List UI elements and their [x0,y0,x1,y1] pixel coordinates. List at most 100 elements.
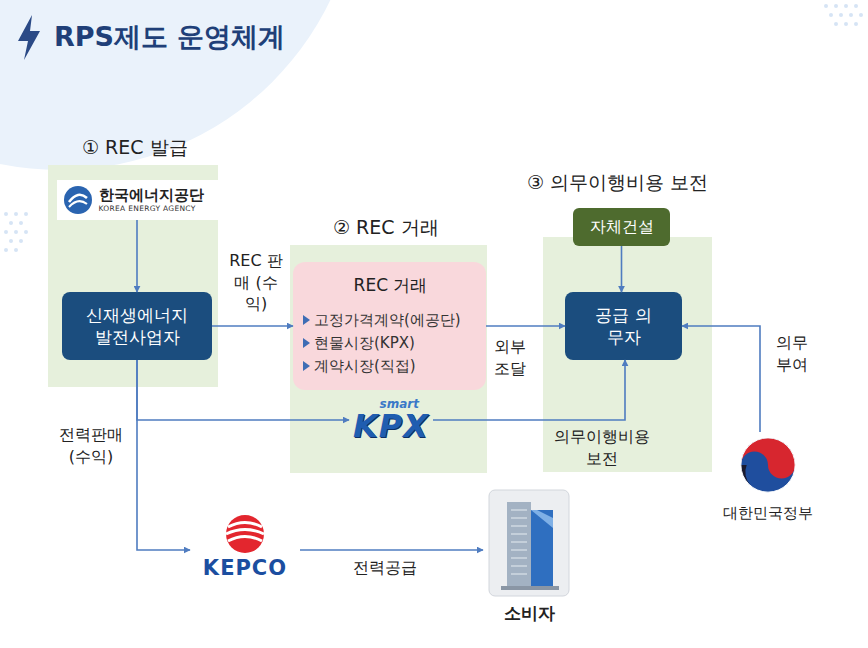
section-heading: ① REC 발급 [82,135,188,161]
decor-part [9,239,13,243]
building-icon-part [507,502,531,588]
flow-arrow [682,326,760,432]
decor-part [9,221,13,225]
decor-part [14,248,18,252]
building-icon-part [531,510,553,588]
decor-part [859,13,863,17]
edge-label-holder: 외부 조달 [490,336,530,379]
list-item-text: 고정가격계약(에공단) [314,311,461,329]
edge-label: REC 판매 (수익) [228,250,284,315]
building-icon-part [501,586,559,590]
flow-arrow [621,246,623,292]
kea-node: 한국에너지공단KOREA ENERGY AGENCY [57,180,218,220]
decor-part [854,4,858,8]
agency-logo [63,185,93,215]
decor-part [829,13,833,17]
flow-arrow [137,360,349,420]
edge-label-holder: REC 판매 (수익) [228,250,284,315]
government-emblem [737,434,799,496]
decor-part [19,221,23,225]
bullet-triangle [303,361,310,371]
government-emblem-part [741,465,751,485]
decor-part [839,13,843,17]
decor-part [4,212,8,216]
decor-part [4,230,8,234]
edge-label-holder: 전력판매 (수익) [52,424,130,467]
building-icon-part [531,510,553,528]
section-heading: ③ 의무이행비용 보전 [527,170,708,196]
decor-part [854,22,858,26]
decor-part [849,13,853,17]
kpx-node: smartKPX [349,396,433,444]
logo-wordmark: KEPCO [203,556,287,580]
list-item: 현물시장(KPX) [303,334,478,352]
section-panel: ② REC 거래REC 거래고정가격계약(에공단)현물시장(KPX)계약시장(직… [290,245,487,473]
flow-arrow [136,220,138,292]
page-title: RPS제도 운영체계 [54,19,285,55]
kepco-logo-symbol-part [226,523,264,542]
edge-label-holder: 의무이행비용 보전 [548,426,656,469]
flow-arrow [486,325,565,327]
dot-pattern [4,4,863,252]
decor-part [844,22,848,26]
government-emblem-part [741,438,795,492]
bullet-triangle [303,338,310,348]
edge-label: 전력판매 (수익) [52,424,130,467]
edge-label-holder: 전력공급 [345,557,425,579]
list-item-text: 현물시장(KPX) [314,334,415,352]
decor-part [14,230,18,234]
government-emblem-part [741,438,795,479]
background-arc [0,0,360,170]
edge-label: 전력공급 [345,557,425,579]
pink-node: REC 거래고정가격계약(에공단) 현물시장(KPX) 계약시장(직접) [293,262,486,390]
flow-arrow [212,325,293,327]
flow-arrow [137,360,190,550]
consumer-label: 소비자 [504,602,555,625]
kepco-logo-symbol-part [226,515,264,553]
building-icon-part [489,490,569,596]
navy-node: 공급 의무자 [565,292,682,360]
decor-part [19,239,23,243]
building-icon-part [511,510,527,574]
section-heading: ② REC 거래 [333,215,439,241]
list-item: 계약시장(직접) [303,357,478,375]
decor-part [824,4,828,8]
edge-label: 외부 조달 [490,336,530,379]
list-item-text: 계약시장(직접) [314,357,416,375]
kepco-logo-symbol [217,514,273,554]
consumer-node: 소비자 [483,488,575,628]
olive-node: 자체건설 [573,208,670,246]
decor-part [24,230,28,234]
kepco-node: KEPCO [190,514,300,586]
bullet-triangle [303,315,310,325]
government-label: 대한민국정부 [723,504,813,523]
government-emblem-part [741,438,795,492]
decor-part [834,4,838,8]
flow-arrow [300,549,483,551]
flow-arrow [433,360,625,420]
navy-node: 신재생에너지 발전사업자 [62,292,212,360]
process-box-label: 신재생에너지 발전사업자 [78,304,197,348]
lightning-icon [18,15,40,60]
decor-part [24,212,28,216]
agency-name: 한국에너지공단 [99,187,204,204]
decor-part [4,248,8,252]
list-item: 고정가격계약(에공단) [303,311,478,329]
decor-part [834,22,838,26]
edge-label: 의무 부여 [772,332,812,375]
decor-part [844,4,848,8]
edge-label-holder: 의무 부여 [772,332,812,375]
box-title: REC 거래 [303,274,478,297]
logo-wordmark: KPX [353,410,429,442]
process-box-label: 공급 의무자 [590,304,658,348]
agency-logo-part [64,186,92,214]
agency-logo-part [69,201,87,207]
gov-node: 대한민국정부 [718,432,818,532]
building-icon-part [511,510,527,574]
section-panel: ① REC 발급한국에너지공단KOREA ENERGY AGENCY신재생에너지… [48,165,218,387]
edge-label: 의무이행비용 보전 [548,426,656,469]
logo-small-text: smart [380,398,419,410]
building-icon [487,488,571,598]
agency-english-name: KOREA ENERGY AGENCY [99,204,204,213]
logo-text-column: 한국에너지공단KOREA ENERGY AGENCY [99,187,204,213]
